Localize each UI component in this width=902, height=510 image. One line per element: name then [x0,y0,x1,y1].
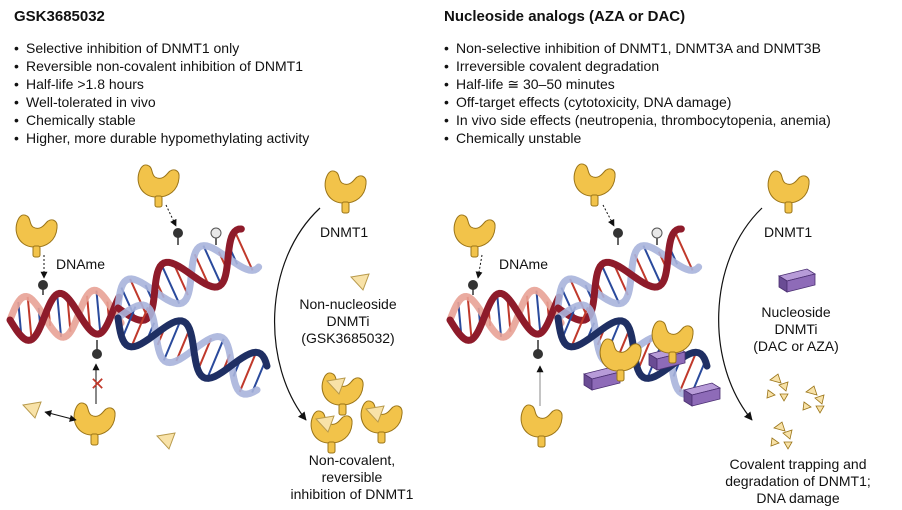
inhibitor-label-line: Nucleoside [761,304,831,320]
reversible-complex-icons [310,372,403,454]
process-arrow-right [718,207,763,421]
dnmt1-enzyme-icon [767,170,810,214]
methyl-marks-right [468,227,663,359]
inhibitor-label-line: Non-nucleoside [299,296,397,312]
dna-replication-fork-right [446,225,711,398]
methyl-marks-left [38,227,222,359]
inhibitor-label-line: (DAC or AZA) [753,338,839,354]
outcome-label-left: Non-covalent, reversible inhibition of D… [286,452,418,503]
right-bullet: In vivo side effects (neutropenia, throm… [444,111,831,129]
right-bullet-list: Non-selective inhibition of DNMT1, DNMT3… [444,39,831,147]
left-bullet: Selective inhibition of DNMT1 only [14,39,309,57]
inhibitor-label-line: DNMTi [774,321,818,337]
dnmt1-enzyme-icon [520,404,563,448]
methyl-mark [38,280,48,290]
dnmt1-enzyme-icon [324,170,367,214]
methyl-mark [468,280,478,290]
unmethylated-mark [651,227,663,239]
outcome-label-line: degradation of DNMT1; [725,473,871,489]
non-nucleoside-inhibitor-icon [22,401,42,419]
methyl-mark [533,349,543,359]
dnmt1-label-right: DNMT1 [764,224,813,240]
right-bullet: Half-life ≅ 30–50 minutes [444,75,831,93]
outcome-label-line: Covalent trapping and [729,456,867,472]
left-bullet: Well-tolerated in vivo [14,93,309,111]
dname-label-right: DNAme [499,256,549,272]
inhibitor-label-line: (GSK3685032) [301,330,395,346]
dna-replication-fork-left [6,225,271,398]
dnmt1-label-left: DNMT1 [320,224,369,240]
process-arrow-left [274,207,321,421]
methyl-mark [613,228,623,238]
outcome-label-line: Non-covalent, [308,452,396,468]
nucleoside-analog-icon [683,382,721,407]
right-panel-title: Nucleoside analogs (AZA or DAC) [444,8,686,25]
left-bullet: Reversible non-covalent inhibition of DN… [14,57,309,75]
left-bullet-list: Selective inhibition of DNMT1 only Rever… [14,39,309,147]
blocked-x-icon: ✕ [90,374,105,394]
left-panel-title: GSK3685032 [14,8,105,25]
dnmt1-enzyme-icon [453,214,496,258]
outcome-label-line: reversible [321,469,383,485]
non-nucleoside-inhibitor-icon [350,273,370,291]
outcome-label-line: inhibition of DNMT1 [290,486,414,502]
outcome-label-right: Covalent trapping and degradation of DNM… [710,456,886,507]
outcome-label-line: DNA damage [756,490,840,506]
methyl-mark [173,228,183,238]
dnmt1-enzyme-icon [15,214,58,258]
inhibitor-label-right: Nucleoside DNMTi (DAC or AZA) [736,304,856,355]
left-bullet: Chemically stable [14,111,309,129]
right-bullet: Non-selective inhibition of DNMT1, DNMT3… [444,39,831,57]
left-bullet: Half-life >1.8 hours [14,75,309,93]
degraded-dnmt1-fragments [766,373,825,450]
left-bullet: Higher, more durable hypomethylating act… [14,129,309,147]
dname-label-left: DNAme [56,256,106,272]
inhibitor-label-line: DNMTi [326,313,370,329]
methyl-mark [92,349,102,359]
dnmt1-enzyme-icon [137,164,180,208]
non-nucleoside-inhibitor-icon [156,432,176,450]
right-bullet: Off-target effects (cytotoxicity, DNA da… [444,93,831,111]
inhibitor-label-left: Non-nucleoside DNMTi (GSK3685032) [282,296,414,347]
trapped-dnmt1-on-dna [583,320,721,407]
dnmt1-enzyme-inhibited-icon [73,402,116,446]
right-bullet: Irreversible covalent degradation [444,57,831,75]
dnmt1-enzyme-icon [573,163,616,207]
right-bullet: Chemically unstable [444,129,831,147]
nucleoside-analog-icon [778,268,816,293]
unmethylated-mark [210,227,222,239]
